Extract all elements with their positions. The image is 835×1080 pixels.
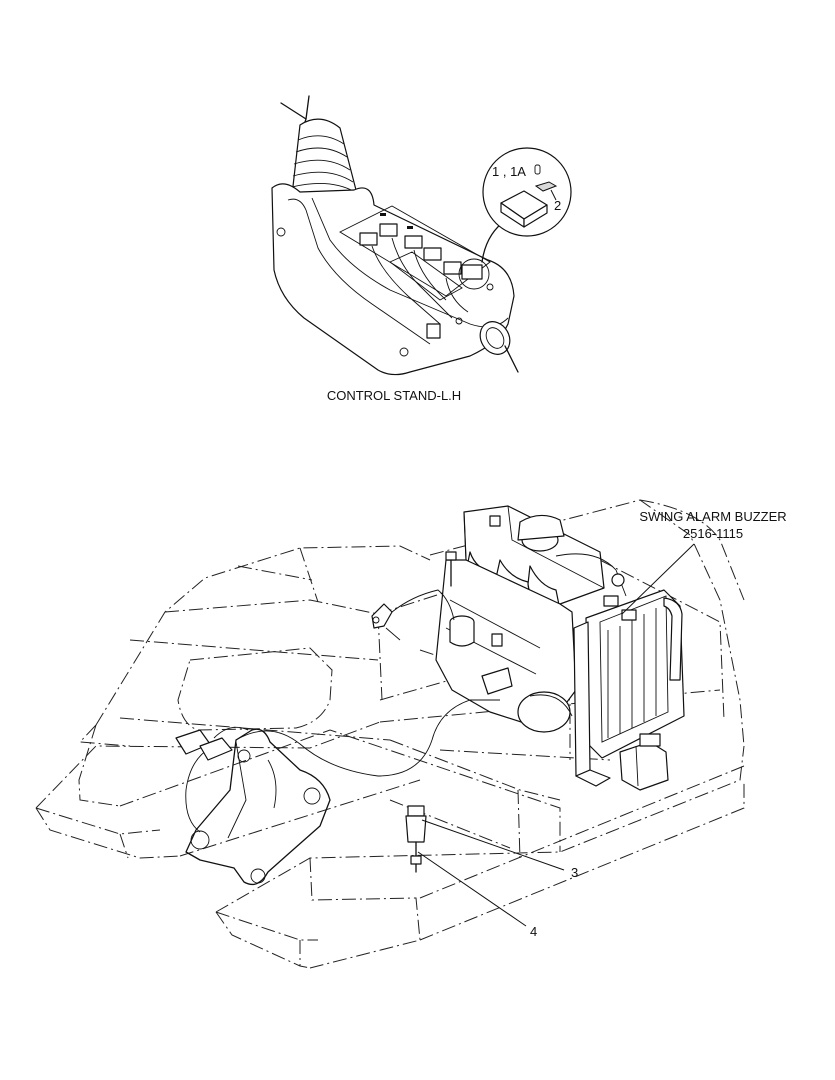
callout-1-1a: 1 , 1A	[492, 164, 526, 179]
switch-detail-callout	[482, 147, 572, 237]
leader-lines	[417, 543, 695, 927]
control-stand-illustration	[271, 95, 519, 376]
buzzer-part-number: 2516-1115	[683, 526, 743, 541]
boom-foot-bracket	[185, 728, 331, 886]
swing-sensor-parts	[405, 805, 427, 873]
undercarriage-phantom-outline	[35, 689, 745, 969]
callout-2: 2	[554, 198, 561, 213]
callout-4: 4	[530, 924, 537, 939]
buzzer-title-label: SWING ALARM BUZZER	[639, 509, 786, 524]
engine-assembly	[371, 505, 627, 733]
radiator-assembly	[573, 573, 685, 791]
callout-3: 3	[571, 865, 578, 880]
wire-harness	[175, 699, 500, 833]
control-stand-label: CONTROL STAND-L.H	[327, 388, 461, 403]
